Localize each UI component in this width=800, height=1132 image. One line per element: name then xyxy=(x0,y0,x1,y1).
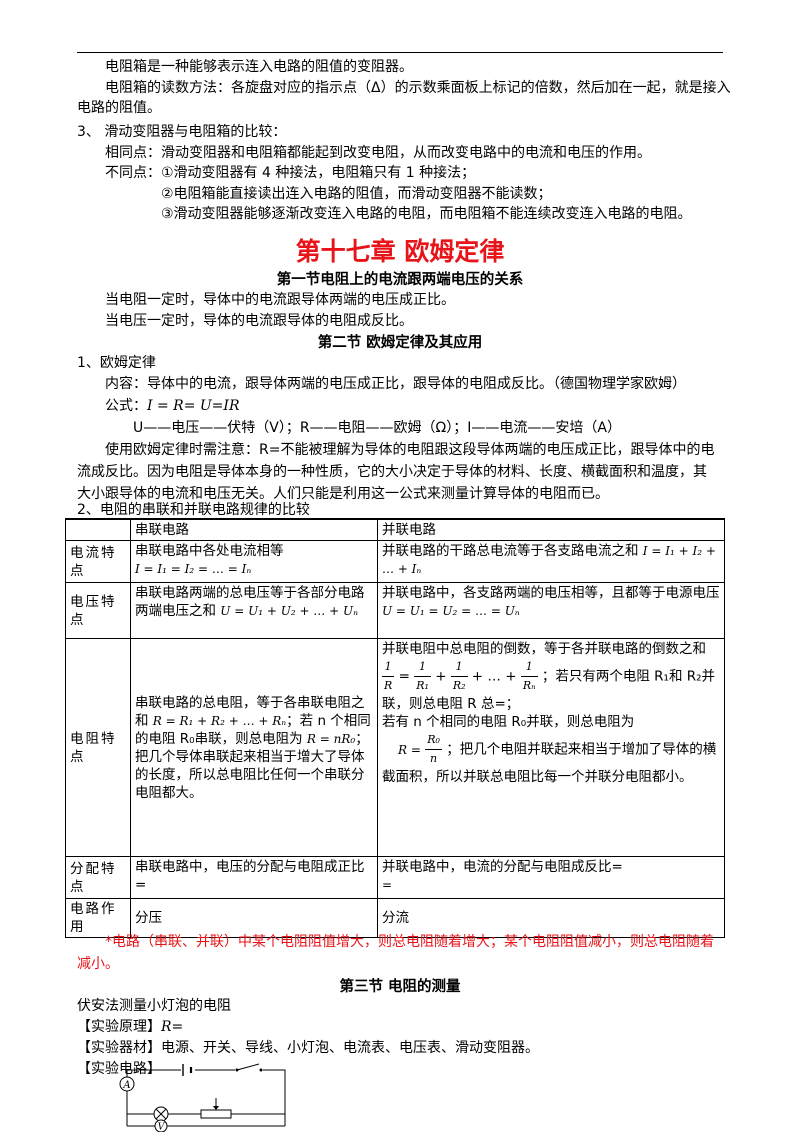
parallel-current-cell: 并联电路的干路总电流等于各支路电流之和 I = I₁ + I₂ + … + Iₙ xyxy=(377,540,725,583)
series-resistance-formula-1: R = R₁ + R₂ + … + Rₙ xyxy=(152,713,287,728)
section-3-title: 第三节 电阻的测量 xyxy=(339,979,461,995)
series-resistance-text-a: 串联电路的总电阻，等于各串联电阻之和 xyxy=(135,694,365,729)
warning-line-1: *电路（串联、并联）中某个电阻阻值增大，则总电阻随着增大；某个电阻阻值减小，则总… xyxy=(105,934,714,950)
principle-row: 【实验原理】R= xyxy=(77,1017,183,1037)
circuit-main-loop xyxy=(126,1069,286,1115)
series-voltage-text: 串联电路两端的总电压等于各部分电路两端电压之和 xyxy=(135,585,365,619)
section-1-line-1: 当电阻一定时，导体中的电流跟导体两端的电压成正比。 xyxy=(105,292,455,308)
series-parallel-table: 串联电路 并联电路 电流特点 串联电路中各处电流相等 I = I₁ = I₂ =… xyxy=(65,518,725,938)
intro-line-2b: 电路的阻值。 xyxy=(77,100,161,116)
ammeter-label: A xyxy=(122,1080,130,1091)
table-row: 电流特点 串联电路中各处电流相等 I = I₁ = I₂ = … = Iₙ 并联… xyxy=(65,540,725,583)
series-voltage-cell: 串联电路两端的总电压等于各部分电路两端电压之和 U = U₁ + U₂ + … … xyxy=(130,582,378,639)
ammeter-icon: A xyxy=(119,1076,135,1092)
intro-line-1: 电阻箱是一种能够表示连入电路的阻值的变阻器。 xyxy=(105,59,413,75)
rheostat-icon xyxy=(200,1098,232,1119)
series-resistance-cell: 串联电路的总电阻，等于各串联电阻之和 R = R₁ + R₂ + … + Rₙ；… xyxy=(130,638,378,857)
intro-line-2: 电阻箱的读数方法：各旋盘对应的指示点（Δ）的示数乘面板上标记的倍数，然后加在一起… xyxy=(105,80,731,96)
table-row: 电阻特点 串联电路的总电阻，等于各串联电阻之和 R = R₁ + R₂ + … … xyxy=(65,638,725,857)
series-current-formula: I = I₁ = I₂ = … = Iₙ xyxy=(135,562,252,576)
row-label-distribution: 分配特点 xyxy=(65,856,131,899)
parallel-resistance-text-c: 若有 n 个相同的电阻 R₀并联，则总电阻为 xyxy=(382,714,635,730)
table-corner-cell xyxy=(65,518,131,541)
parallel-distribution-cell: 并联电路中，电流的分配与电阻成反比= = xyxy=(377,856,725,899)
series-resistance-text-c: ；把几个导体串联起来相当于增大了导体的长度，所以总电阻比任何一个串联分电阻都大。 xyxy=(135,730,369,801)
experiment-circuit-diagram: A V xyxy=(119,1063,286,1132)
lamp-icon xyxy=(153,1106,169,1122)
series-current-text: 串联电路中各处电流相等 xyxy=(135,543,284,559)
parallel-function-cell: 分流 xyxy=(377,898,725,938)
series-resistance-text-b: ；若 n 个相同的电阻 R₀串联，则总电阻为 xyxy=(135,712,371,747)
circuit-label: 【实验电路】 xyxy=(77,1061,161,1077)
chapter-title: 第十七章 欧姆定律 xyxy=(295,237,505,266)
ohm-note-1: 使用欧姆定律时需注意：R=不能被理解为导体的电阻跟这段导体两端的电压成正比，跟导… xyxy=(105,442,715,458)
row-label-resistance: 电阻特点 xyxy=(65,638,131,857)
ohm-note-3: 大小跟导体的电流和电压无关。人们只能是利用这一公式来测量计算导体的电阻而已。 xyxy=(77,486,609,502)
diff-point-1: 不同点：①滑动变阻器有 4 种接法，电阻箱只有 1 种接法； xyxy=(105,165,476,181)
series-current-cell: 串联电路中各处电流相等 I = I₁ = I₂ = … = Iₙ xyxy=(130,540,378,583)
header-rule xyxy=(77,52,723,53)
equipment-list: 电源、开关、导线、小灯泡、电流表、电压表、滑动变阻器。 xyxy=(161,1040,539,1056)
parallel-resistance-text-b: ；若只有两个电阻 R₁和 R₂并联，则总电阻 R 总=； xyxy=(382,668,716,713)
parallel-resistance-text-a: 并联电阻中总电阻的倒数，等于各并联电路的倒数之和 xyxy=(382,641,706,657)
formula-label: 公式： xyxy=(105,398,147,414)
row-label-voltage: 电压特点 xyxy=(65,582,131,639)
series-resistance-formula-2: R = nR₀ xyxy=(306,731,356,746)
parallel-voltage-text: 并联电路中，各支路两端的电压相等，且都等于电源电压 xyxy=(382,585,720,601)
row-label-current: 电流特点 xyxy=(65,540,131,583)
section-2-title: 第二节 欧姆定律及其应用 xyxy=(317,335,483,351)
parallel-resistance-text-d: ；把几个电阻并联起来相当于增加了导体的横截面积，所以并联总电阻比每一个并联分电阻… xyxy=(382,741,717,786)
switch-icon xyxy=(235,1063,263,1074)
ohm-law-content: 内容：导体中的电流，跟导体两端的电压成正比，跟导体的电阻成反比。（德国物理学家欧… xyxy=(105,376,686,392)
comparison-heading: 2、电阻的串联和并联电路规律的比较 xyxy=(77,502,310,518)
ohm-formula: I = R= U=IR xyxy=(147,398,240,414)
table-row: 电压特点 串联电路两端的总电压等于各部分电路两端电压之和 U = U₁ + U₂… xyxy=(65,582,725,639)
item-3-heading: 3、 滑动变阻器与电阻箱的比较： xyxy=(77,124,287,140)
principle-formula: R= xyxy=(161,1019,184,1035)
warning-line-2: 减小。 xyxy=(77,956,119,972)
table-row: 分配特点 串联电路中，电压的分配与电阻成正比= 并联电路中，电流的分配与电阻成反… xyxy=(65,856,725,899)
diff-point-2: ②电阻箱能直接读出连入电路的阻值，而滑动变阻器不能读数； xyxy=(161,186,552,202)
table-row: 电路作用 分压 分流 xyxy=(65,898,725,938)
table-header-row: 串联电路 并联电路 xyxy=(65,518,725,541)
parallel-distribution-text: 并联电路中，电流的分配与电阻成反比= xyxy=(382,859,623,875)
equipment-row: 【实验器材】电源、开关、导线、小灯泡、电流表、电压表、滑动变阻器。 xyxy=(77,1038,539,1058)
ohm-law-units: U——电压——伏特（V）；R——电阻——欧姆（Ω）；I——电流——安培（A） xyxy=(133,420,621,436)
principle-label: 【实验原理】 xyxy=(77,1019,161,1035)
voltmeter-label: V xyxy=(158,1123,166,1132)
header-series: 串联电路 xyxy=(130,518,378,541)
same-point: 相同点：滑动变阻器和电阻箱都能起到改变电阻，从而改变电路中的电流和电压的作用。 xyxy=(105,145,651,161)
parallel-voltage-formula: U = U₁ = U₂ = … = Uₙ xyxy=(382,604,520,618)
series-distribution-cell: 串联电路中，电压的分配与电阻成正比= xyxy=(130,856,378,899)
parallel-voltage-cell: 并联电路中，各支路两端的电压相等，且都等于电源电压 U = U₁ = U₂ = … xyxy=(377,582,725,639)
section-1-line-2: 当电压一定时，导体的电流跟导体的电阻成反比。 xyxy=(105,313,413,329)
parallel-current-text: 并联电路的干路总电流等于各支路电流之和 xyxy=(382,543,639,559)
equipment-label: 【实验器材】 xyxy=(77,1040,161,1056)
battery-icon xyxy=(181,1064,195,1076)
voltmeter-icon: V xyxy=(154,1119,168,1132)
ohm-law-formula-row: 公式：I = R= U=IR xyxy=(105,396,239,416)
parallel-n-formula: R = xyxy=(398,742,421,757)
section-3-intro: 伏安法测量小灯泡的电阻 xyxy=(77,998,231,1014)
parallel-distribution-formula: = xyxy=(382,878,393,892)
diff-point-3: ③滑动变阻器能够逐渐改变连入电路的电阻，而电阻箱不能连续改变连入电路的电阻。 xyxy=(161,206,692,222)
ohm-law-heading: 1、欧姆定律 xyxy=(77,355,156,371)
series-function-cell: 分压 xyxy=(130,898,378,938)
section-1-title: 第一节电阻上的电流跟两端电压的关系 xyxy=(276,272,524,288)
header-parallel: 并联电路 xyxy=(377,518,725,541)
series-voltage-formula: U = U₁ + U₂ + … + Uₙ xyxy=(220,604,358,618)
ohm-note-2: 流成反比。因为电阻是导体本身的一种性质，它的大小决定于导体的材料、长度、横截面积… xyxy=(77,464,707,480)
parallel-current-formula: I = I₁ + I₂ + … + Iₙ xyxy=(382,544,716,576)
